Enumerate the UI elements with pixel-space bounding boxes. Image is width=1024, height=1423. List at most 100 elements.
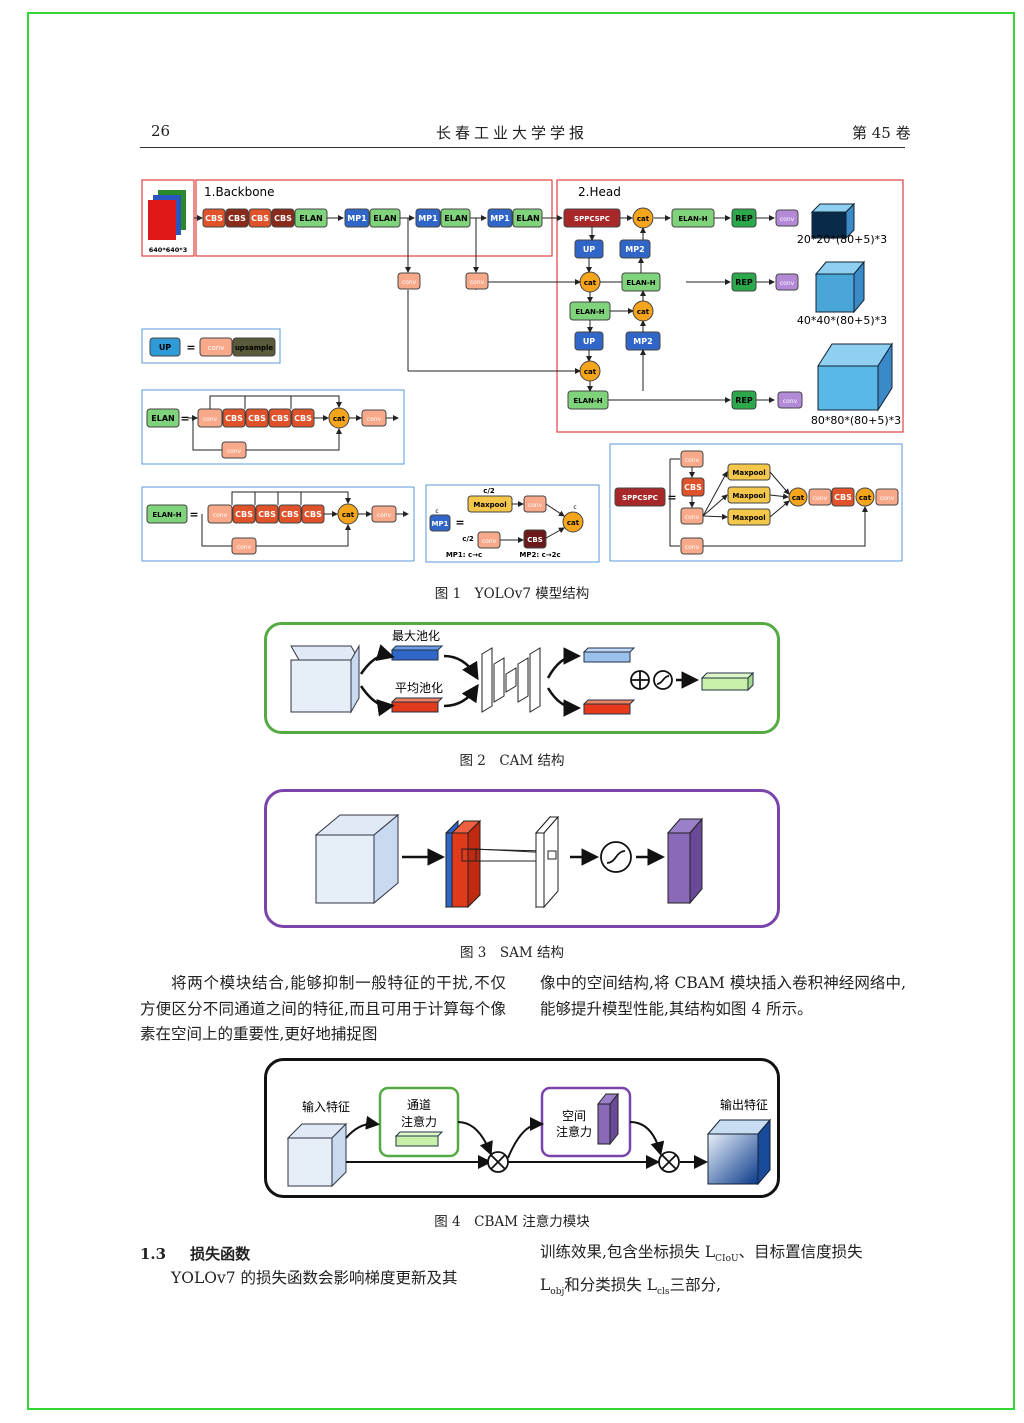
avgpool-bar [390, 697, 444, 713]
svg-text:conv: conv [685, 544, 700, 551]
svg-text:cat: cat [567, 519, 580, 527]
svg-text:conv: conv [880, 495, 895, 502]
sam-border [264, 789, 780, 928]
svg-text:UP: UP [583, 245, 595, 254]
svg-text:CBS: CBS [205, 214, 223, 223]
cam-structure-figure: 最大池化 平均池化 [264, 622, 780, 734]
elan-block [512, 208, 543, 228]
svg-text:MP1: MP1 [490, 214, 510, 223]
svg-text:cat: cat [584, 279, 597, 287]
figure-1-caption: 图 1 YOLOv7 模型结构 [434, 586, 590, 602]
svg-text:SPPCSPC: SPPCSPC [622, 494, 658, 502]
svg-text:CBS: CBS [684, 483, 702, 492]
cam-border [264, 622, 780, 734]
svg-text:MP2: c→2c: MP2: c→2c [519, 551, 560, 559]
svg-text:cat: cat [584, 368, 597, 376]
svg-text:ELAN-H: ELAN-H [152, 511, 181, 519]
section-number: 1.3 [140, 1245, 167, 1263]
svg-text:ELAN: ELAN [151, 414, 174, 423]
svg-text:REP: REP [735, 396, 753, 405]
head-label: 2.Head [578, 185, 621, 199]
svg-text:c/2: c/2 [462, 535, 474, 543]
spatial-attention-label-2: 注意力 [556, 1124, 592, 1139]
svg-text:c/2: c/2 [483, 487, 495, 495]
svg-text:=: = [180, 412, 189, 425]
svg-text:CBS: CBS [274, 214, 292, 223]
journal-title: 长春工业大学学报 [435, 124, 588, 142]
mlp-out-red [582, 699, 636, 715]
svg-text:conv: conv [367, 416, 382, 423]
maxpool-bar [390, 645, 444, 661]
mp2-block [619, 239, 651, 259]
spatial-attention-map [596, 1092, 620, 1146]
svg-text:cat: cat [333, 415, 346, 423]
svg-text:CBS: CBS [304, 510, 322, 519]
mp-legend-box [425, 484, 600, 563]
svg-text:c: c [573, 504, 576, 511]
svg-text:ELAN: ELAN [516, 214, 539, 223]
spatial-attention-map [666, 817, 704, 905]
svg-text:conv: conv [685, 457, 700, 464]
svg-text:Maxpool: Maxpool [732, 492, 765, 500]
figure-3-caption: 图 3 SAM 结构 [460, 945, 564, 961]
svg-text:conv: conv [208, 344, 225, 352]
svg-text:cat: cat [792, 494, 805, 502]
svg-text:conv: conv [780, 280, 795, 287]
head-box [556, 179, 904, 433]
channel-attention-bar [700, 671, 755, 692]
svg-text:CBS: CBS [271, 414, 289, 423]
section-title: 损失函数 [190, 1245, 251, 1263]
svg-text:cat: cat [637, 308, 650, 316]
paragraph-2-right: 训练效果,包含坐标损失 LCIoU、目标置信度损失 Lobj和分类损失 Lcls… [540, 1243, 863, 1297]
svg-text:conv: conv [470, 279, 485, 286]
conv-block [397, 272, 421, 290]
shared-mlp [481, 647, 541, 713]
cbs-block [202, 208, 226, 228]
conv-block [775, 273, 799, 291]
input-cube [290, 644, 360, 714]
svg-text:MP1: c→c: MP1: c→c [446, 551, 482, 559]
svg-text:conv: conv [203, 416, 218, 423]
svg-text:MP2: MP2 [625, 245, 644, 254]
svg-text:MP1: MP1 [347, 214, 367, 223]
output-40-label: 40*40*(80+5)*3 [797, 314, 887, 327]
svg-text:CBS: CBS [527, 536, 543, 544]
svg-text:upsample: upsample [235, 344, 274, 352]
svg-text:conv: conv [780, 216, 795, 223]
svg-text:MP2: MP2 [633, 337, 652, 346]
conv-map [534, 815, 560, 909]
svg-text:CBS: CBS [228, 214, 246, 223]
figure-4-caption: 图 4 CBAM 注意力模块 [434, 1214, 590, 1230]
add-icon [630, 670, 650, 690]
svg-text:ELAN-H: ELAN-H [573, 397, 602, 405]
sigmoid-icon [600, 841, 632, 873]
backbone-label: 1.Backbone [204, 185, 275, 199]
yolov7-architecture-figure: 640*640*3 1.Backbone 2.Head CBS CBS CBS … [141, 179, 904, 563]
spatial-attention-label-1: 空间 [562, 1109, 586, 1123]
conv-block [465, 272, 489, 290]
elan-block [294, 208, 328, 228]
cbs-block [225, 208, 249, 228]
svg-text:=: = [189, 508, 198, 521]
rep-block [731, 390, 757, 410]
paragraph-2-left: YOLOv7 的损失函数会影响梯度更新及其 [171, 1269, 458, 1287]
channel-attention-label-2: 注意力 [401, 1114, 437, 1129]
svg-text:CBS: CBS [251, 214, 269, 223]
input-size-label: 640*640*3 [149, 246, 187, 254]
elanh-block [671, 208, 715, 228]
svg-text:SPPCSPC: SPPCSPC [574, 215, 610, 223]
svg-text:MP1: MP1 [418, 214, 438, 223]
svg-text:conv: conv [528, 502, 543, 509]
channel-attention-label-1: 通道 [407, 1098, 431, 1112]
svg-text:ELAN: ELAN [444, 214, 467, 223]
mp1-block [415, 208, 441, 228]
header-rule [140, 147, 905, 148]
paragraph-1-left: 将两个模块结合,能够抑制一般特征的干扰,不仅方便区分不同通道之间的特征,而且可用… [140, 974, 506, 1043]
mlp-out-blue [582, 647, 636, 663]
elan-block [440, 208, 471, 228]
svg-text:conv: conv [213, 512, 228, 519]
svg-text:cat: cat [859, 494, 872, 502]
page-border [27, 12, 1015, 1410]
mp1-block [344, 208, 370, 228]
cbs-block [248, 208, 272, 228]
